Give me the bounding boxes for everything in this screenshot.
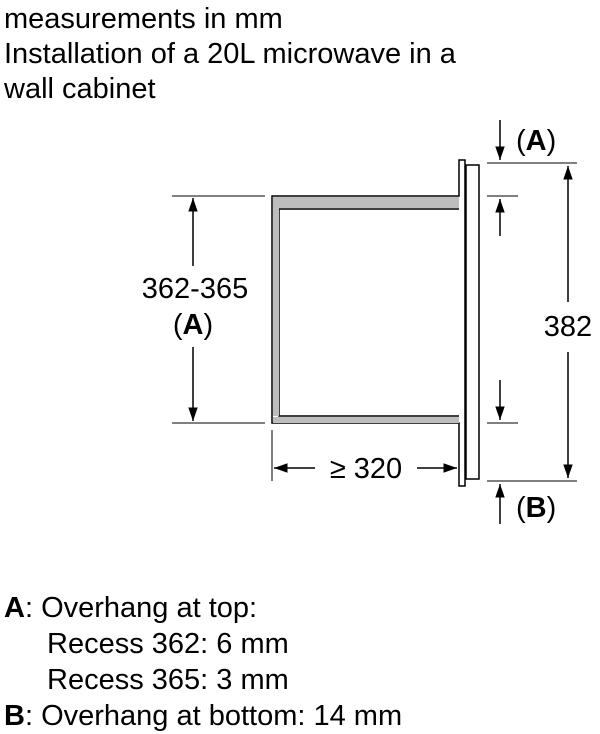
cabinet-top-band [273,197,459,208]
overhang-a-letter: A [526,125,547,157]
cabinet-side-band [273,208,279,416]
title-line-3: wall cabinet [4,73,156,105]
height-382-label: 382 [544,311,592,343]
overhang-b-label: (B) [516,492,556,524]
page-title: measurements in mm Installation of a 20L… [4,2,456,107]
cabinet-outline-outer [271,159,466,487]
height-a-label: (A) [173,309,213,341]
legend-b-row: B: Overhang at bottom: 14 mm [4,698,402,734]
cabinet-bottom-band [273,417,459,423]
height-value-label: 362-365 [142,273,248,305]
title-line-2: Installation of a 20L microwave in a [4,38,456,70]
legend-b-key: B [4,700,25,732]
title-line-1: measurements in mm [4,3,283,35]
microwave-front-panel [465,164,480,480]
legend-a-row: A: Overhang at top: [4,590,402,626]
legend-a-recess-362: Recess 362: 6 mm [47,628,289,660]
cabinet-outline-inner [278,208,459,417]
legend-a-key: A [4,592,25,624]
legend: A: Overhang at top: Recess 362: 6 mm Rec… [4,590,402,734]
overhang-b-letter: B [526,492,547,524]
legend-a-text: : Overhang at top: [24,592,258,624]
overhang-a-label: (A) [516,125,556,157]
depth-label: ≥ 320 [330,453,402,485]
legend-b-text: : Overhang at bottom: 14 mm [24,700,403,732]
height-a-letter: A [183,309,204,341]
legend-a-recess-365: Recess 365: 3 mm [47,664,289,696]
